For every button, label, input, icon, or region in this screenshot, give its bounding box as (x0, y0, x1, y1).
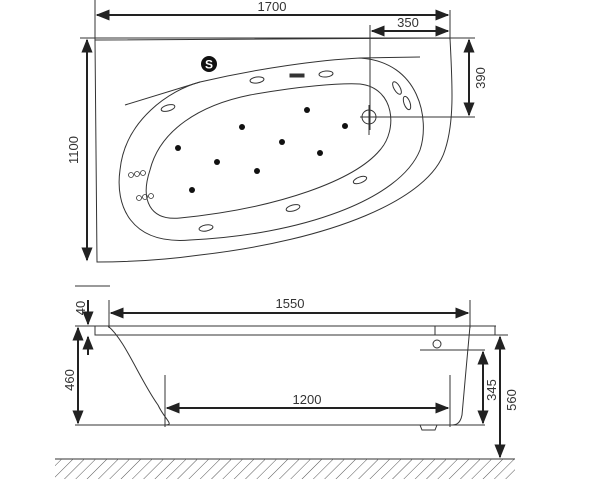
air-jets (175, 107, 348, 193)
dim-345: 345 (484, 379, 499, 401)
dim-1100: 1100 (66, 136, 81, 164)
dim-1200: 1200 (293, 392, 322, 407)
side-dimensions (72, 300, 506, 459)
dim-390: 390 (473, 67, 488, 89)
dim-460: 460 (62, 369, 77, 391)
top-view (80, 0, 475, 263)
dim-350: 350 (397, 15, 419, 30)
svg-text:S: S (205, 58, 213, 72)
dim-40: 40 (73, 301, 88, 315)
floor-hatch (55, 458, 515, 479)
dim-1700: 1700 (258, 0, 287, 14)
rim-jets (160, 70, 412, 232)
dim-560: 560 (504, 389, 519, 411)
s-symbol-icon: S (201, 56, 217, 72)
triple-jets (128, 170, 154, 201)
side-view (75, 285, 508, 431)
dim-1550: 1550 (276, 296, 305, 311)
